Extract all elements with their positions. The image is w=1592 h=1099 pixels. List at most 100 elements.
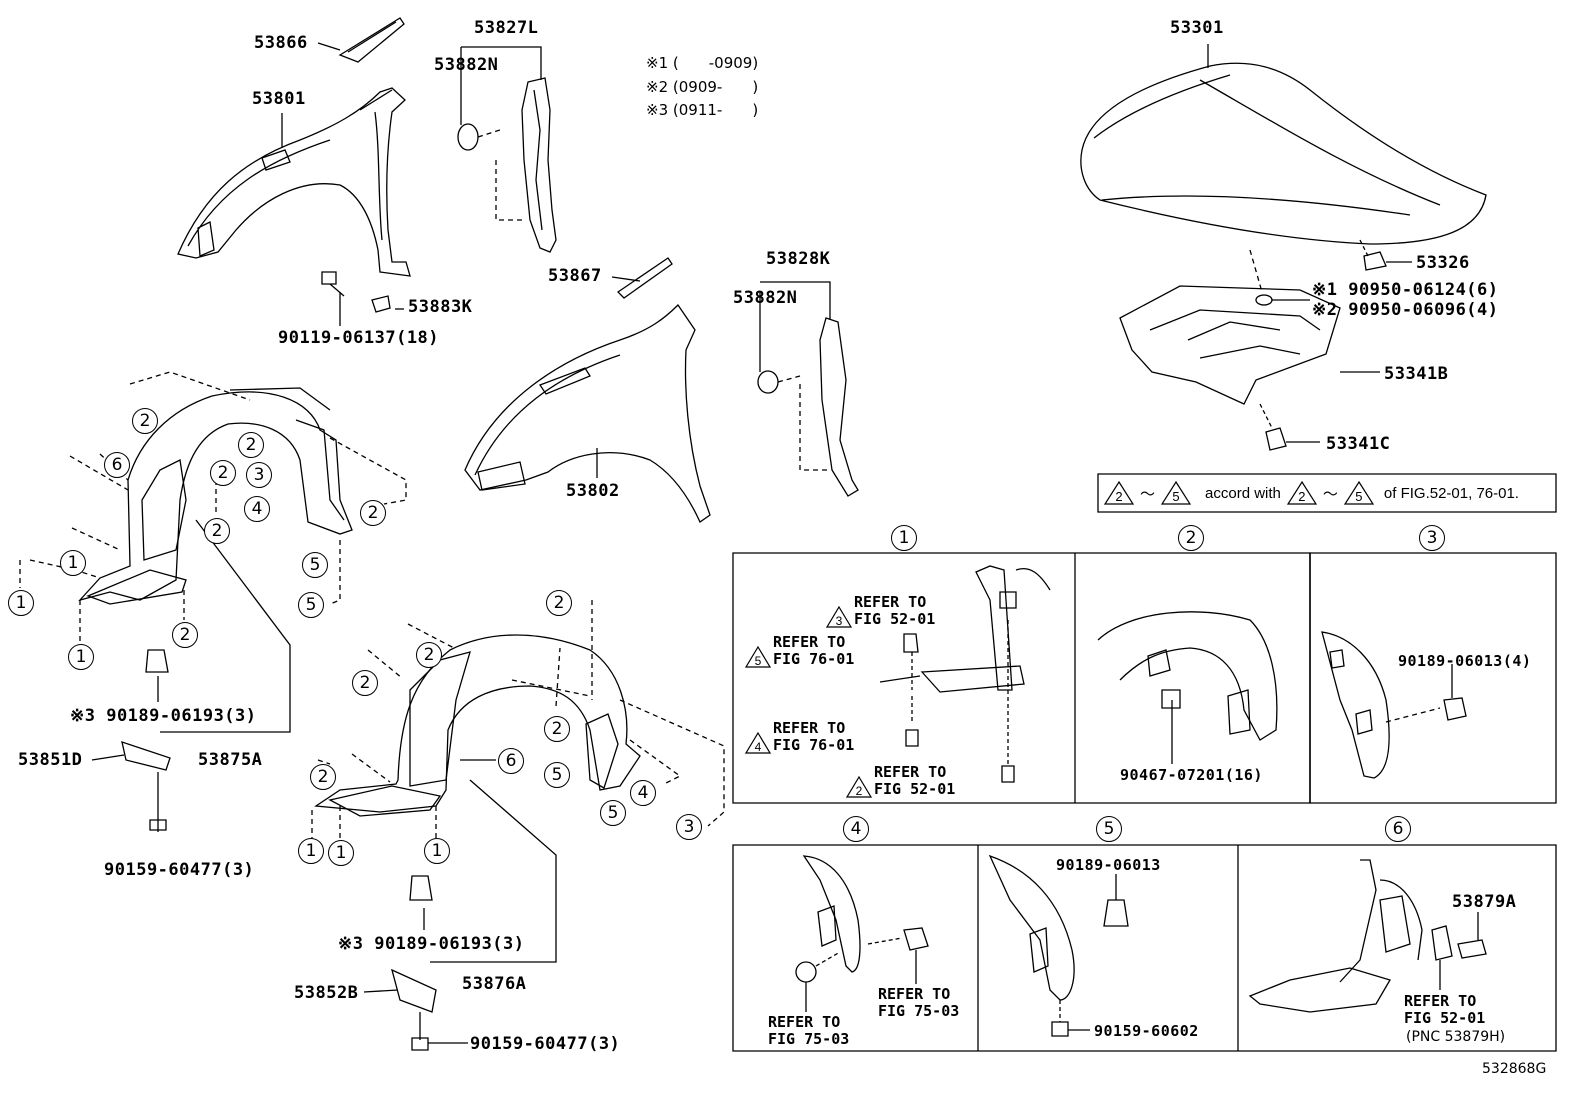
panel-6-number: 6 [1385,816,1411,842]
panel2-part: 90467-07201(16) [1120,766,1263,784]
callout-1: 1 [8,590,34,616]
panel6-pnc: (PNC 53879H) [1406,1029,1506,1045]
callout-2: 2 [546,590,572,616]
label-90950-2: ※2 90950-06096(4) [1312,300,1499,320]
callout-6: 6 [104,452,130,478]
label-53341C: 53341C [1326,434,1391,454]
callout-2: 2 [132,408,158,434]
label-90119: 90119-06137(18) [278,328,440,348]
callout-1: 1 [68,644,94,670]
label-53326: 53326 [1416,253,1470,273]
accord-note: 2 ～ 5 accord with 2 ～ 5 of FIG.52-01, 76… [1104,480,1519,506]
panel-row1-frame-right [1310,553,1556,803]
callout-2: 2 [172,622,198,648]
note-1: ※1 ( -0909) [646,54,759,72]
part-90189-clip-mid [410,876,432,900]
part-53852B-bracket [364,970,468,1050]
part-53802-fender [465,305,710,522]
panel6-part: 53879A [1452,892,1517,912]
part-90189-clip-left [146,650,168,672]
callout-4: 4 [630,780,656,806]
panel3-drawing [1322,632,1466,778]
part-53326-clip [1360,240,1412,270]
callout-4: 4 [244,496,270,522]
callout-2: 2 [310,764,336,790]
accord-text-2: of FIG.52-01, 76-01. [1383,484,1519,502]
callout-1: 1 [328,840,354,866]
label-90189-left: ※3 90189-06193(3) [70,706,257,726]
accord-text-1: accord with [1205,484,1281,502]
label-53301: 53301 [1170,18,1224,38]
note-2: ※2 (0909- ) [646,78,759,96]
triangle-icon: 2 [1287,481,1317,505]
label-53852B: 53852B [294,983,359,1003]
panel1-ref-2: 2 REFER TO FIG 52-01 [846,764,955,798]
triangle-icon: 5 [745,646,771,668]
label-53883K: 53883K [408,297,473,317]
label-53827L: 53827L [474,18,539,38]
part-53828K-seal [758,282,858,496]
part-53851D-bracket [92,742,170,832]
callout-2: 2 [416,642,442,668]
panel1-drawing [880,566,1050,782]
callout-2: 2 [238,432,264,458]
callout-2: 2 [210,460,236,486]
tilde: ～ [1140,485,1156,503]
label-53875A: 53875A [198,750,263,770]
part-53876A-liner [312,600,724,962]
panel-4-number: 4 [843,816,869,842]
panel4-ref-a: REFER TO FIG 75-03 [768,1013,850,1048]
label-53866: 53866 [254,33,308,53]
label-53882N-mid: 53882N [733,288,798,308]
label-53341B: 53341B [1384,364,1449,384]
tilde: ～ [1322,485,1338,503]
label-90189-mid: ※3 90189-06193(3) [338,934,525,954]
callout-5: 5 [600,800,626,826]
callout-3: 3 [676,814,702,840]
callout-6: 6 [498,748,524,774]
panel6-ref: REFER TO FIG 52-01 [1404,992,1486,1027]
label-53851D: 53851D [18,750,83,770]
panel-5-number: 5 [1096,816,1122,842]
label-90159-mid: 90159-60477(3) [470,1034,621,1054]
panel-2-number: 2 [1178,525,1204,551]
callout-5: 5 [302,552,328,578]
panel4-ref-b: REFER TO FIG 75-03 [878,985,960,1020]
panel4-drawing [796,856,928,1012]
part-53866-drawing [318,18,404,62]
triangle-icon: 2 [846,776,872,798]
label-90950-1: ※1 90950-06124(6) [1312,280,1499,300]
panel5-part-a: 90189-06013 [1056,856,1161,874]
part-53883K-bolt [322,272,404,326]
callout-1: 1 [424,838,450,864]
part-53875A-liner [20,372,406,732]
callout-5: 5 [544,762,570,788]
panel1-ref-3: 3 REFER TO FIG 52-01 [826,594,935,628]
note-3: ※3 (0911- ) [646,101,759,119]
part-53867-drawing [612,258,672,298]
part-53801-fender [178,88,410,276]
callout-3: 3 [246,462,272,488]
part-53341B-insulator [1120,286,1380,404]
triangle-icon: 5 [1344,481,1374,505]
label-53882N-top: 53882N [434,55,499,75]
callout-5: 5 [298,592,324,618]
panel3-part: 90189-06013(4) [1398,652,1532,670]
triangle-icon: 5 [1161,481,1191,505]
panel6-drawing [1250,860,1486,1012]
triangle-icon: 3 [826,606,852,628]
callout-2: 2 [204,518,230,544]
label-53867: 53867 [548,266,602,286]
callout-1: 1 [298,838,324,864]
part-53341C-clip [1260,404,1320,450]
panel-row2-frame [733,845,1556,1051]
triangle-icon: 4 [745,732,771,754]
panel1-ref-4: 4 REFER TO FIG 76-01 [745,720,854,754]
panel5-part-b: 90159-60602 [1094,1022,1199,1040]
callout-1: 1 [60,550,86,576]
label-53876A: 53876A [462,974,527,994]
part-90950-plug [1250,250,1310,305]
label-53802: 53802 [566,481,620,501]
label-90159-left: 90159-60477(3) [104,860,255,880]
